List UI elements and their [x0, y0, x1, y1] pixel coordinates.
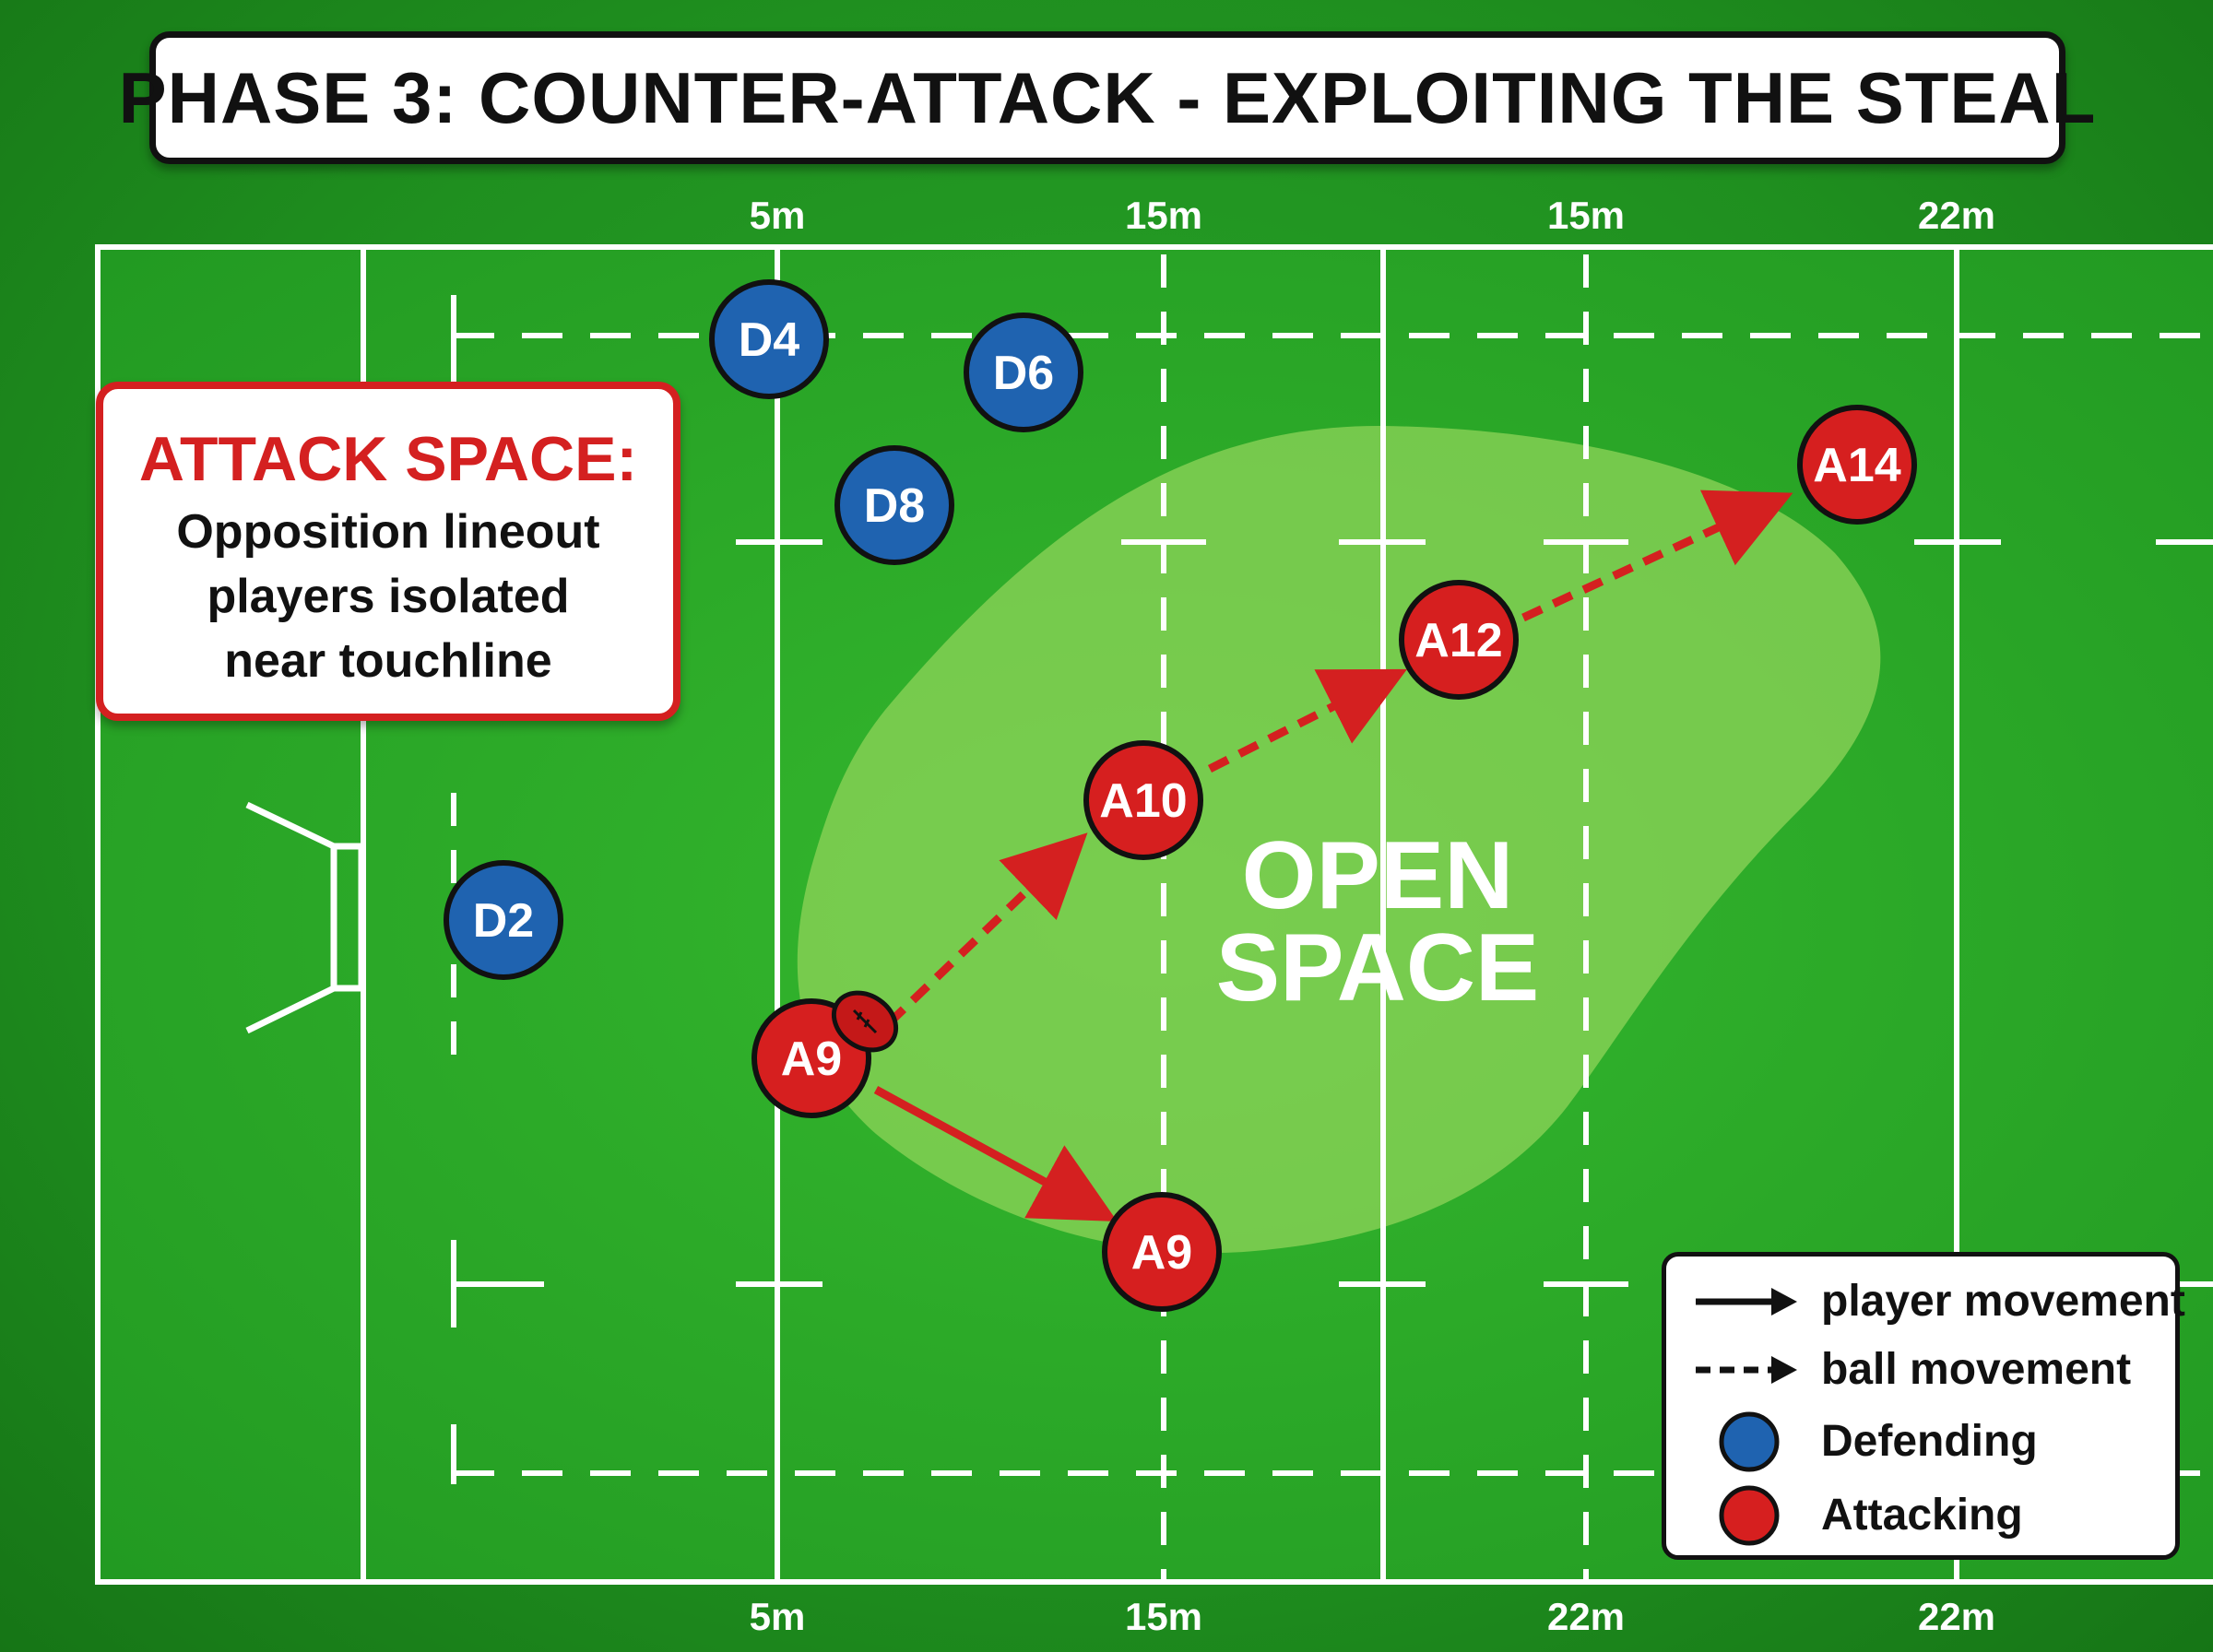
- callout-title: ATTACK SPACE:: [138, 424, 638, 494]
- distance-marker-top-15m: 15m: [1125, 194, 1202, 237]
- defender-d2: D2: [444, 860, 563, 980]
- dashed-arrow-icon: [1696, 1356, 1797, 1384]
- legend-label-ball-movement: ball movement: [1821, 1345, 2132, 1394]
- attacking-swatch-icon: [1719, 1485, 1780, 1546]
- attacker-a9-start-label: A9: [781, 1032, 842, 1086]
- defender-d8-label: D8: [864, 479, 925, 533]
- pass-a12-to-a14: [1521, 490, 1793, 622]
- distance-marker-bottom-22m: 22m: [1547, 1595, 1625, 1638]
- run-a9: [873, 1086, 1118, 1221]
- attack-space-callout: ATTACK SPACE: Opposition lineout players…: [96, 382, 680, 721]
- defender-d2-label: D2: [473, 894, 534, 948]
- distance-marker-top-5m: 5m: [750, 194, 806, 237]
- page-title: PHASE 3: COUNTER-ATTACK - EXPLOITING THE…: [118, 56, 2097, 138]
- attacker-a10-label: A10: [1099, 774, 1187, 828]
- legend-label-player-movement: player movement: [1821, 1277, 2185, 1326]
- open-space-area: [797, 425, 1881, 1254]
- distance-marker-bottom-5m: 5m: [750, 1595, 806, 1638]
- open-space-label-line1: OPEN: [1242, 822, 1514, 929]
- pitch-lines: [95, 244, 2213, 1585]
- rugby-ball-icon: [831, 990, 899, 1053]
- distance-marker-bottom-15m: 15m: [1125, 1595, 1202, 1638]
- legend-label-attacking: Attacking: [1821, 1491, 2023, 1540]
- legend-label-defending: Defending: [1821, 1417, 2038, 1466]
- distance-marker-top-15m-2: 15m: [1547, 194, 1625, 237]
- legend-item-ball-movement: ball movement: [1666, 1338, 2175, 1402]
- pass-a9-to-a10: [885, 832, 1088, 1027]
- attacker-a12: A12: [1399, 580, 1519, 700]
- defender-d6: D6: [964, 313, 1083, 432]
- distance-marker-top-22m: 22m: [1918, 194, 1995, 237]
- attacker-a9-end-label: A9: [1131, 1226, 1192, 1280]
- attacker-a14-label: A14: [1813, 439, 1900, 492]
- callout-line-2: players isolated: [207, 570, 570, 623]
- attacker-a14: A14: [1797, 405, 1917, 525]
- distance-marker-bottom-22m-2: 22m: [1918, 1595, 1995, 1638]
- defender-d6-label: D6: [993, 347, 1054, 400]
- callout-line-1: Opposition lineout: [176, 505, 600, 559]
- defender-d4: D4: [709, 279, 829, 399]
- callout-line-3: near touchline: [224, 634, 552, 688]
- legend-item-attacking: Attacking: [1666, 1483, 2175, 1548]
- legend: player movement ball movement Defending …: [1662, 1252, 2185, 1560]
- ball-movement-arrows: [885, 490, 1793, 1027]
- defender-d4-label: D4: [739, 313, 800, 367]
- attacker-a12-label: A12: [1414, 614, 1502, 667]
- goal-posts-icon: [245, 801, 365, 1034]
- callout-body: Opposition lineout players isolated near…: [103, 500, 673, 693]
- legend-item-defending: Defending: [1666, 1410, 2175, 1474]
- open-space-label-line2: SPACE: [1216, 914, 1540, 1021]
- title-banner: PHASE 3: COUNTER-ATTACK - EXPLOITING THE…: [119, 31, 2095, 164]
- attacker-a10: A10: [1083, 740, 1203, 860]
- defending-swatch-icon: [1719, 1411, 1780, 1472]
- attacker-a9-end: A9: [1102, 1192, 1222, 1312]
- solid-arrow-icon: [1696, 1288, 1797, 1316]
- defender-d8: D8: [834, 445, 954, 565]
- legend-item-player-movement: player movement: [1666, 1269, 2185, 1334]
